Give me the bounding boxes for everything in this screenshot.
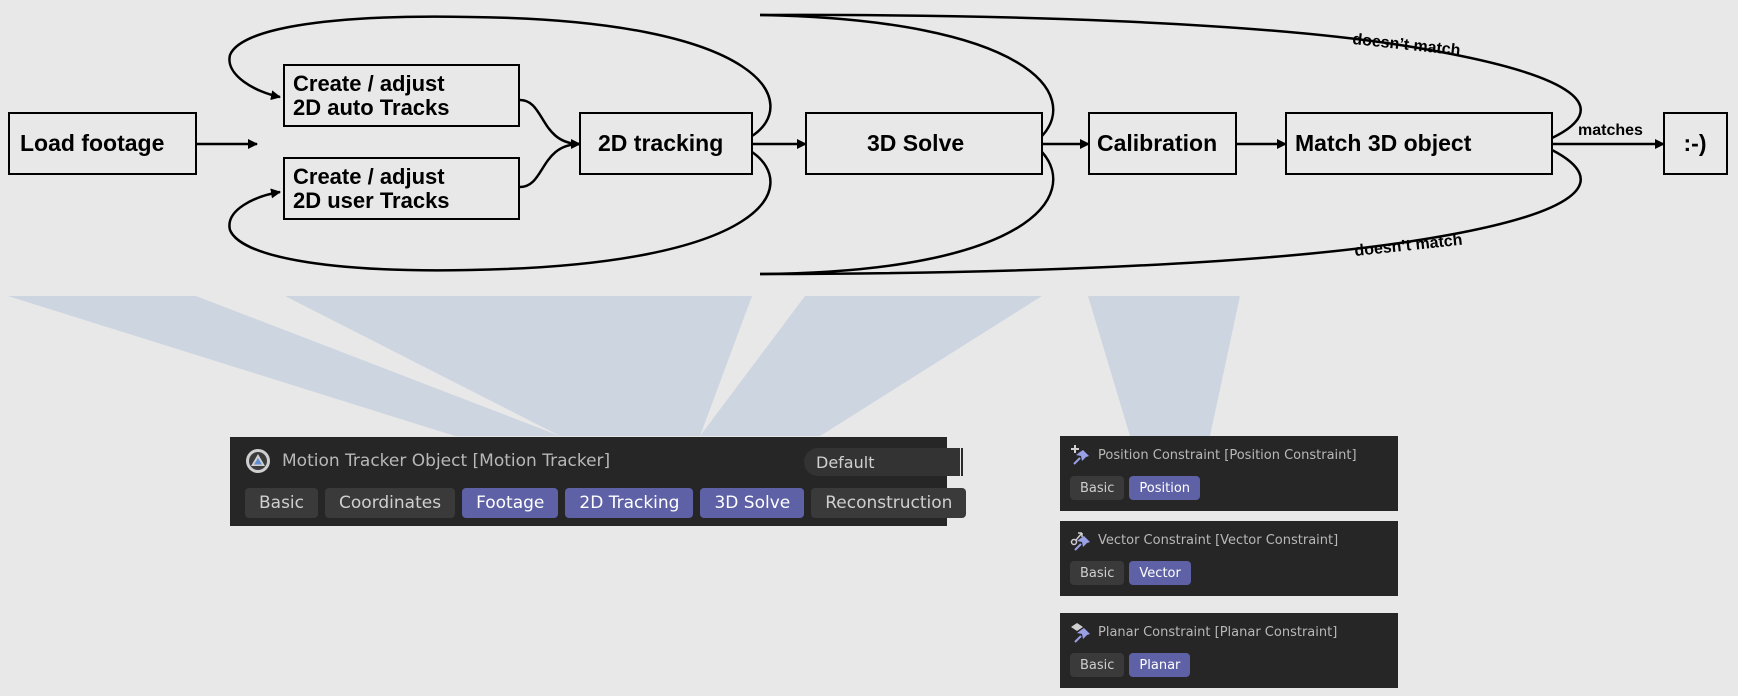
vector-constraint-icon — [1070, 529, 1092, 551]
node-2d-tracking: 2D tracking — [579, 112, 753, 175]
tab-basic[interactable]: Basic — [1070, 476, 1125, 500]
motion-tracker-tabs: Basic Coordinates Footage 2D Tracking 3D… — [245, 488, 973, 518]
node-auto-tracks: Create / adjust 2D auto Tracks — [283, 64, 520, 127]
node-3d-solve: 3D Solve — [805, 112, 1043, 175]
vector-constraint-tabs: Basic Vector — [1070, 561, 1196, 585]
loop-solve-top — [759, 13, 1055, 137]
svg-text::-): :-) — [1684, 130, 1707, 156]
position-constraint-tabs: Basic Position — [1070, 476, 1205, 500]
tab-basic[interactable]: Basic — [1070, 561, 1125, 585]
position-constraint-title: Position Constraint [Position Constraint… — [1098, 447, 1357, 463]
vector-constraint-panel: Vector Constraint [Vector Constraint] Ba… — [1060, 521, 1398, 596]
svg-text:Calibration: Calibration — [1097, 130, 1217, 156]
beam-load-footage — [8, 296, 560, 436]
svg-text:Create / adjust: Create / adjust — [293, 71, 445, 96]
label-doesnt-match-bottom: doesn’t match — [1354, 232, 1464, 260]
beam-tracking — [285, 296, 752, 436]
svg-text:2D auto Tracks: 2D auto Tracks — [293, 95, 450, 120]
label-doesnt-match-top: doesn’t match — [1352, 31, 1462, 59]
svg-text:3D Solve: 3D Solve — [867, 130, 964, 156]
arrow-auto-tracks-to-tracking — [519, 98, 581, 149]
beam-solve — [700, 296, 1042, 436]
tab-basic[interactable]: Basic — [245, 488, 319, 518]
tab-vector[interactable]: Vector — [1129, 561, 1191, 585]
svg-text:Match 3D object: Match 3D object — [1295, 130, 1472, 156]
planar-constraint-tabs: Basic Planar — [1070, 653, 1195, 677]
position-constraint-header: Position Constraint [Position Constraint… — [1070, 444, 1357, 466]
node-match-3d-object: Match 3D object — [1285, 112, 1553, 175]
planar-constraint-title: Planar Constraint [Planar Constraint] — [1098, 624, 1338, 640]
motion-tracker-header: Motion Tracker Object [Motion Tracker] — [245, 448, 610, 474]
preset-divider — [961, 448, 963, 476]
vector-constraint-header: Vector Constraint [Vector Constraint] — [1070, 529, 1338, 551]
tab-2d-tracking[interactable]: 2D Tracking — [565, 488, 694, 518]
motion-tracker-icon — [245, 448, 271, 474]
vector-constraint-title: Vector Constraint [Vector Constraint] — [1098, 532, 1339, 548]
tab-3d-solve[interactable]: 3D Solve — [700, 488, 805, 518]
tab-planar[interactable]: Planar — [1129, 653, 1191, 677]
preset-dropdown[interactable]: Default — [804, 448, 960, 476]
node-smiley: :-) — [1663, 112, 1728, 175]
label-matches: matches — [1578, 122, 1643, 139]
node-load-footage: Load footage — [8, 112, 197, 175]
planar-constraint-header: Planar Constraint [Planar Constraint] — [1070, 621, 1337, 643]
loop-match-bottom — [759, 148, 1582, 276]
node-calibration: Calibration — [1088, 112, 1237, 175]
motion-tracker-title: Motion Tracker Object [Motion Tracker] — [282, 451, 611, 471]
svg-text:Create / adjust: Create / adjust — [293, 164, 445, 189]
svg-text:Load footage: Load footage — [20, 130, 164, 156]
loop-solve-bottom — [759, 151, 1055, 276]
position-constraint-icon — [1070, 444, 1092, 466]
node-user-tracks: Create / adjust 2D user Tracks — [283, 157, 520, 220]
motion-tracker-panel: Motion Tracker Object [Motion Tracker] D… — [230, 437, 967, 526]
arrow-user-tracks-to-tracking — [519, 142, 581, 189]
beam-calibration — [1088, 296, 1240, 436]
svg-text:2D tracking: 2D tracking — [598, 130, 723, 156]
planar-constraint-panel: Planar Constraint [Planar Constraint] Ba… — [1060, 613, 1398, 688]
tab-footage[interactable]: Footage — [462, 488, 559, 518]
position-constraint-panel: Position Constraint [Position Constraint… — [1060, 436, 1398, 511]
svg-text:2D user Tracks: 2D user Tracks — [293, 188, 450, 213]
tab-coordinates[interactable]: Coordinates — [325, 488, 456, 518]
loop-tracking-top — [228, 15, 772, 138]
tab-position[interactable]: Position — [1129, 476, 1201, 500]
tab-reconstruction[interactable]: Reconstruction — [811, 488, 967, 518]
tab-basic[interactable]: Basic — [1070, 653, 1125, 677]
loop-match-top — [759, 13, 1582, 140]
planar-constraint-icon — [1070, 621, 1092, 643]
loop-tracking-bottom — [228, 150, 772, 272]
